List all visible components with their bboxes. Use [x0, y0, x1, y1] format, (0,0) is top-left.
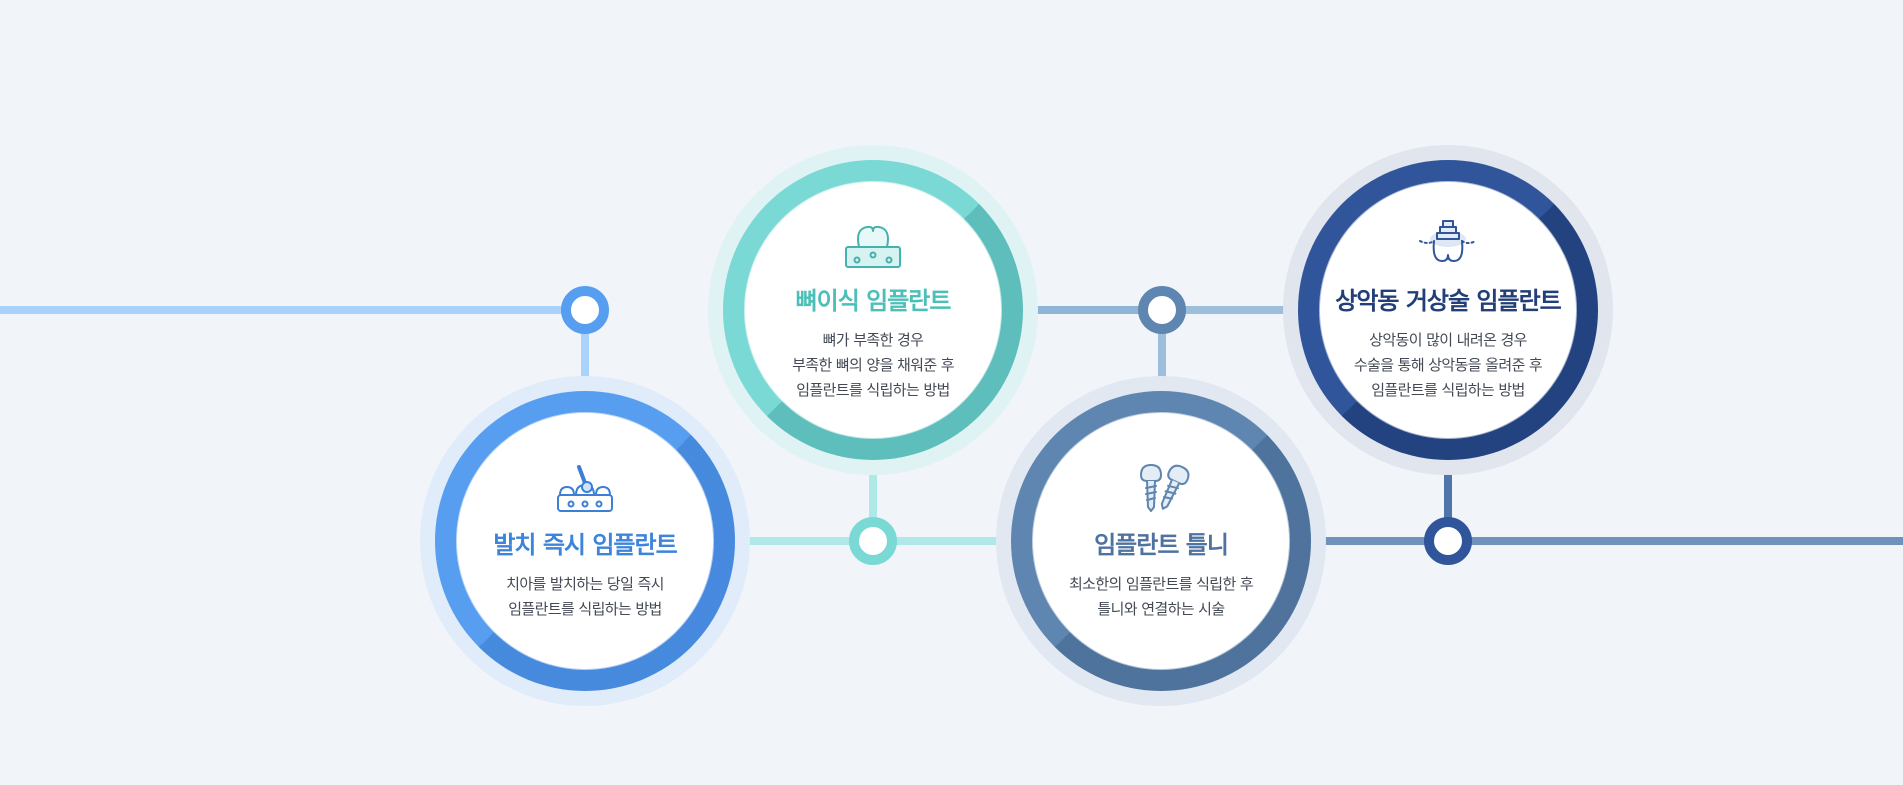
node-navy	[1424, 517, 1472, 565]
card-extraction-implant: 발치 즉시 임플란트 치아를 발치하는 당일 즉시 임플란트를 식립하는 방법	[420, 376, 750, 706]
description-line: 부족한 뼈의 양을 채워준 후	[792, 356, 954, 374]
card-description: 상악동이 많이 내려온 경우 수술을 통해 상악동을 올려준 후 임플란트를 식…	[1353, 328, 1543, 403]
node-teal	[849, 517, 897, 565]
card-description: 치아를 발치하는 당일 즉시 임플란트를 식립하는 방법	[506, 572, 664, 622]
description-line: 최소한의 임플란트를 식립한 후	[1068, 574, 1254, 593]
implant-screws-icon	[1140, 463, 1190, 512]
card-title: 발치 즉시 임플란트	[493, 530, 677, 559]
card-title: 임플란트 틀니	[1094, 530, 1229, 559]
sinus-lift-implant-icon	[1419, 220, 1477, 262]
node-slate	[1138, 286, 1186, 334]
description-line: 수술을 통해 상악동을 올려준 후	[1353, 356, 1543, 374]
card-description: 최소한의 임플란트를 식립한 후 틀니와 연결하는 시술	[1068, 572, 1254, 622]
description-line: 임플란트를 식립하는 방법	[796, 381, 950, 399]
tooth-extraction-icon	[557, 464, 613, 512]
description-line: 상악동이 많이 내려온 경우	[1369, 331, 1527, 349]
card-bone-graft-implant: 뼈이식 임플란트 뼈가 부족한 경우 부족한 뼈의 양을 채워준 후 임플란트를…	[708, 145, 1038, 475]
description-line: 틀니와 연결하는 시술	[1097, 599, 1225, 618]
card-sinus-lift-implant: 상악동 거상술 임플란트 상악동이 많이 내려온 경우 수술을 통해 상악동을 …	[1283, 145, 1613, 475]
description-line: 임플란트를 식립하는 방법	[508, 599, 662, 618]
card-implant-denture: 임플란트 틀니 최소한의 임플란트를 식립한 후 틀니와 연결하는 시술	[996, 376, 1326, 706]
description-line: 임플란트를 식립하는 방법	[1371, 381, 1525, 399]
bone-graft-tooth-icon	[845, 225, 901, 268]
description-line: 뼈가 부족한 경우	[822, 331, 924, 349]
card-title: 상악동 거상술 임플란트	[1335, 287, 1562, 315]
node-blue	[561, 286, 609, 334]
card-description: 뼈가 부족한 경우 부족한 뼈의 양을 채워준 후 임플란트를 식립하는 방법	[792, 328, 954, 403]
description-line: 치아를 발치하는 당일 즉시	[506, 574, 664, 593]
card-title: 뼈이식 임플란트	[795, 287, 952, 315]
